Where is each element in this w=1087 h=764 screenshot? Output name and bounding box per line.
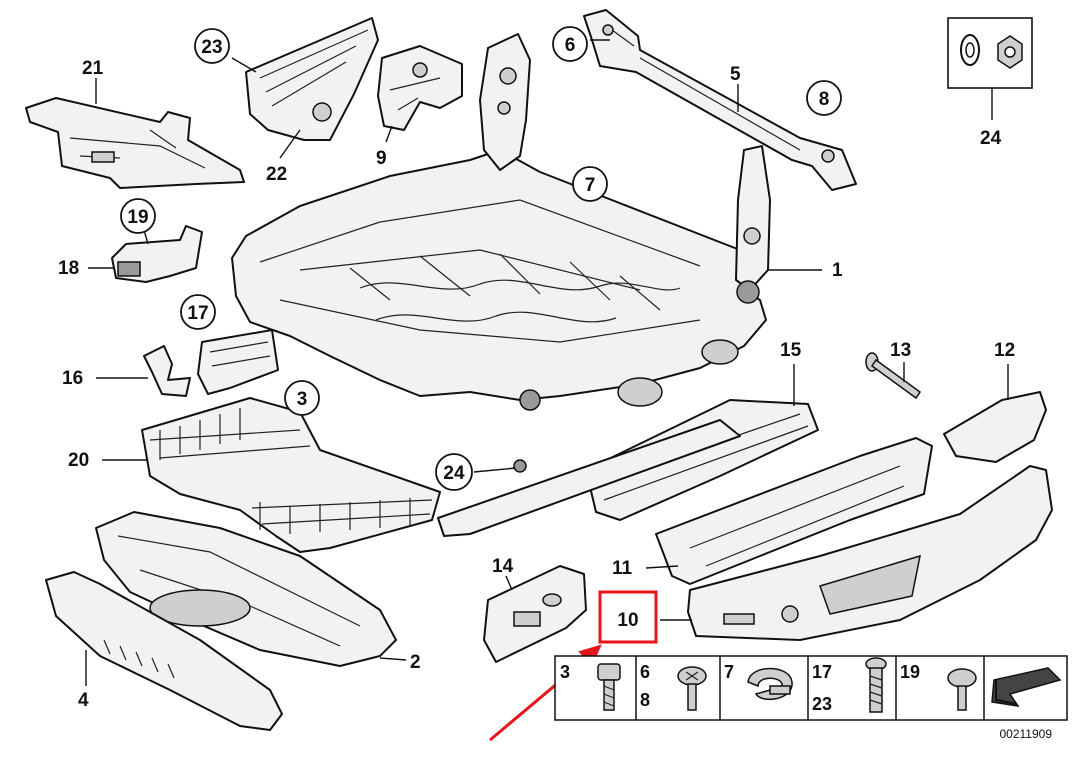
callout-5: 5 xyxy=(730,64,741,85)
callout-15: 15 xyxy=(780,340,802,361)
callout-8: 8 xyxy=(819,89,830,110)
callout-17-circle: 17 xyxy=(180,294,216,330)
callout-23-circle: 23 xyxy=(194,28,230,64)
fastener-legend: 3 6 8 7 17 23 19 xyxy=(554,655,1068,721)
callout-6-circle: 6 xyxy=(552,26,588,62)
callout-2: 2 xyxy=(410,652,421,673)
part-11-inner-trim xyxy=(655,437,933,585)
legend-cell-4-top: 17 xyxy=(812,662,832,682)
part-9-motor-bracket xyxy=(377,45,463,131)
callout-3-circle: 3 xyxy=(284,380,320,416)
callout-19-circle: 19 xyxy=(120,198,156,234)
part-2-seat-pan xyxy=(95,511,397,667)
legend-cell-2-top: 6 xyxy=(640,662,650,682)
part-13-bolt xyxy=(865,352,922,400)
torx-bolt-icon xyxy=(865,657,887,713)
callout-21: 21 xyxy=(82,58,104,79)
legend-cell-3-top: 7 xyxy=(724,662,734,682)
part-18-bracket xyxy=(111,225,203,283)
callout-24-bottom: 24 xyxy=(443,463,465,484)
part-4-front-cover xyxy=(45,571,283,731)
callout-24-top: 24 xyxy=(980,128,1002,149)
legend-cell-1-top: 3 xyxy=(560,662,570,682)
highlight-part-10: 10 xyxy=(598,590,658,644)
callout-8-circle: 8 xyxy=(806,80,842,116)
callout-20: 20 xyxy=(68,450,89,471)
callout-13: 13 xyxy=(890,340,911,361)
pan-head-screw-icon xyxy=(677,666,707,711)
document-number: 00211909 xyxy=(1000,727,1053,741)
callout-11: 11 xyxy=(612,558,633,579)
callout-18: 18 xyxy=(58,258,79,279)
callout-23: 23 xyxy=(201,37,222,58)
button-head-screw-icon xyxy=(947,668,977,711)
legend-cell-2-bottom: 8 xyxy=(640,690,650,710)
callout-16: 16 xyxy=(62,368,83,389)
callout-7: 7 xyxy=(585,175,596,196)
part-15-rail xyxy=(437,399,819,537)
callout-22: 22 xyxy=(266,164,287,185)
part-20-spring-mat xyxy=(141,397,441,553)
callout-1: 1 xyxy=(832,260,843,281)
part-23-bracket xyxy=(245,17,379,141)
callout-17: 17 xyxy=(187,303,208,324)
legend-cell-5-top: 19 xyxy=(900,662,920,682)
part-14-switch xyxy=(483,565,587,663)
callout-12: 12 xyxy=(994,340,1015,361)
part-10-outer-trim xyxy=(687,465,1053,641)
legend-cell-4-bottom: 23 xyxy=(812,694,832,714)
socket-bolt-icon xyxy=(597,663,621,711)
callout-6: 6 xyxy=(565,35,576,56)
part-16-clip xyxy=(143,345,191,397)
part-12-end-cap xyxy=(943,391,1047,463)
part-21-plate xyxy=(25,97,245,189)
part-17-rail xyxy=(197,329,279,395)
part-1-seat-frame xyxy=(231,33,771,411)
callout-4: 4 xyxy=(78,690,89,711)
hose-clamp-icon xyxy=(747,667,793,701)
callout-19: 19 xyxy=(127,207,148,228)
direction-arrow-icon xyxy=(991,667,1062,708)
callout-7-circle: 7 xyxy=(572,166,608,202)
callout-3: 3 xyxy=(297,389,308,410)
callout-24-circle: 24 xyxy=(435,453,473,491)
part-24-hardware-box xyxy=(947,17,1033,89)
callout-10: 10 xyxy=(617,610,638,631)
callout-9: 9 xyxy=(376,148,387,169)
part-5-cross-tube xyxy=(583,9,857,191)
callout-14: 14 xyxy=(492,556,514,577)
